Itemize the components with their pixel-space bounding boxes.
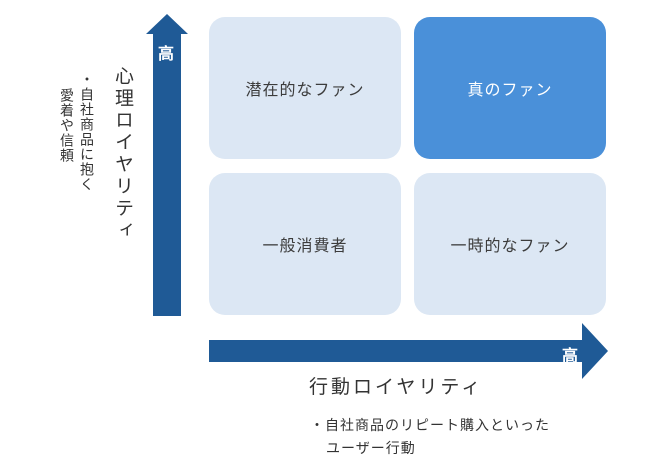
horizontal-axis-high-label: 高 (562, 346, 579, 365)
horizontal-axis-description-line-2: ユーザー行動 (326, 441, 416, 457)
vertical-axis-arrow (146, 14, 188, 316)
quadrant-potential-fan: 潜在的なファン (209, 17, 401, 159)
horizontal-axis-arrow (209, 323, 608, 379)
quadrant-temporary-fan: 一時的なファン (414, 173, 606, 315)
vertical-axis-description-line-2: 愛着や信頼 (58, 88, 74, 163)
quadrant-general-consumer: 一般消費者 (209, 173, 401, 315)
vertical-axis-title: 心理ロイヤリティ (112, 66, 134, 242)
quadrant-true-fan: 真のファン (414, 17, 606, 159)
horizontal-axis-description-line-1: ・自社商品のリピート購入といった (310, 418, 550, 434)
vertical-axis-description-line-1: ・自社商品に抱く (78, 72, 94, 192)
vertical-axis-high-label: 高 (158, 44, 175, 63)
horizontal-axis-title: 行動ロイヤリティ (309, 376, 484, 398)
